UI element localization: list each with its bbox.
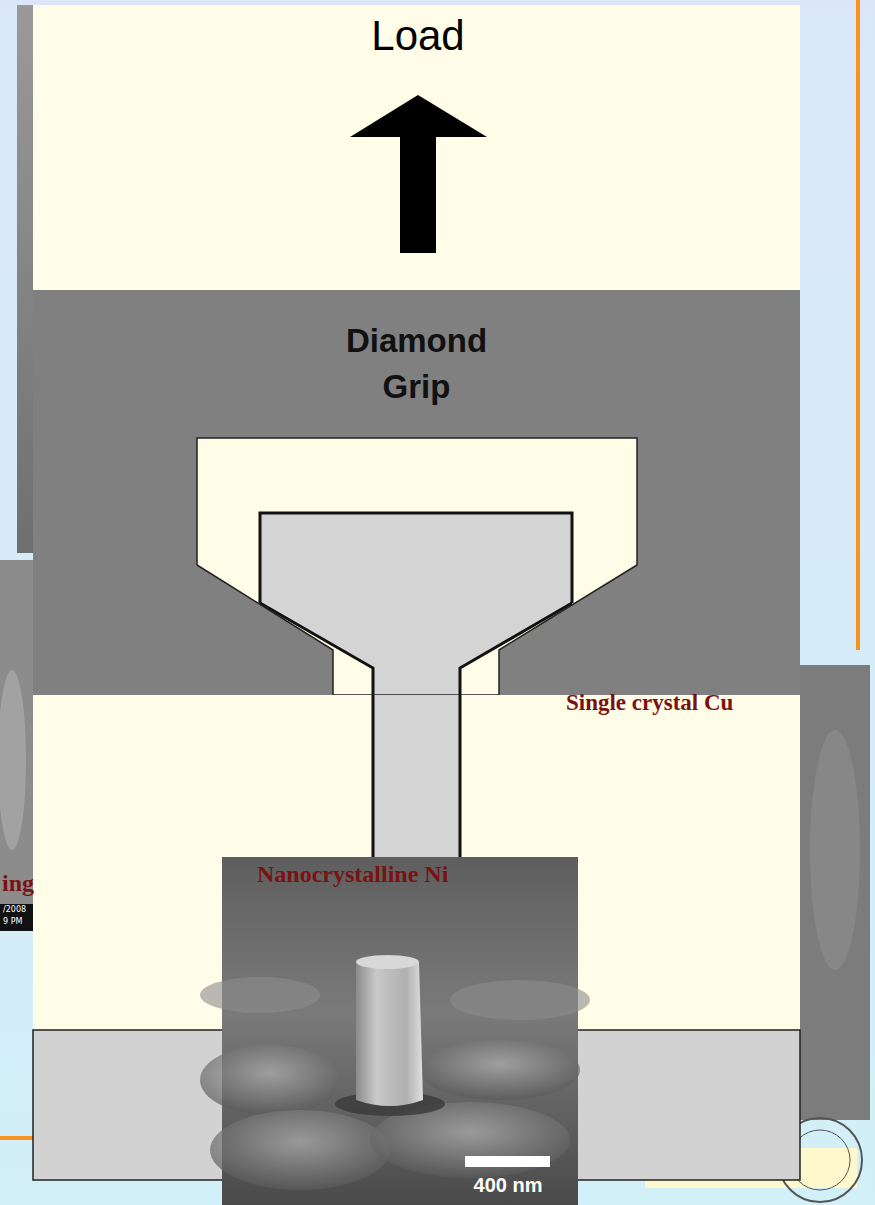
caption-fragment: ing (2, 870, 34, 897)
material-label: Single crystal Cu (566, 690, 733, 716)
image-time: 9 PM (3, 917, 22, 926)
load-label: Load (371, 12, 464, 60)
grip-title: Diamond Grip (332, 290, 502, 410)
grip-shape: Diamond Grip (33, 290, 800, 695)
image-date: /2008 (3, 905, 26, 914)
scale-bar-label: 400 nm (474, 1174, 543, 1197)
material-label: Nanocrystalline Ni (257, 861, 448, 888)
